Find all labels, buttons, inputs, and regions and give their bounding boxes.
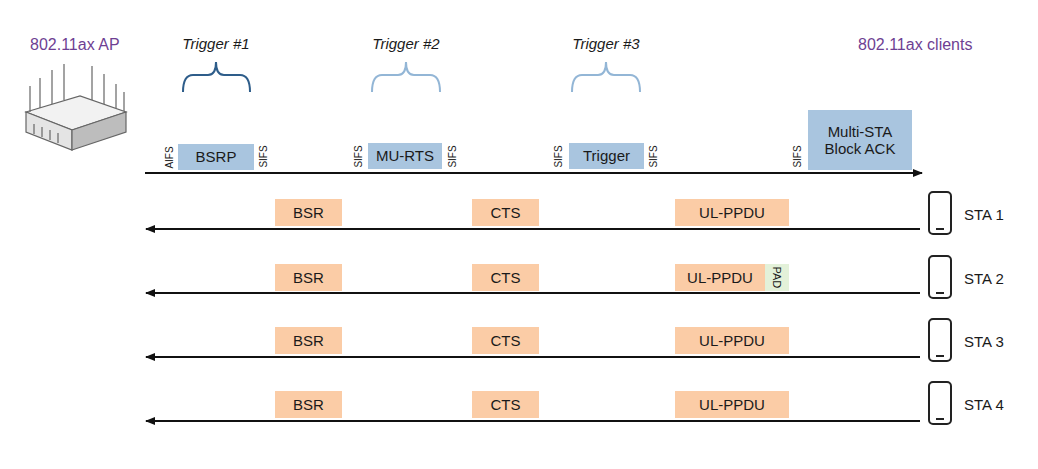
frame-box: BSR [275, 264, 342, 291]
frame-label: BSR [293, 332, 324, 349]
trigger-brace [372, 62, 440, 92]
frame-box: Multi-STA Block ACK [808, 110, 912, 170]
sta-timeline [146, 228, 920, 230]
frame-label: Trigger [583, 147, 630, 164]
frame-box: UL-PPDU [675, 199, 789, 226]
phone-icon [929, 192, 951, 424]
frame-label: UL-PPDU [699, 204, 765, 221]
frame-label: BSR [293, 269, 324, 286]
frame-label: PAD [771, 267, 784, 289]
frame-box: CTS [472, 264, 539, 291]
frame-label: CTS [491, 332, 521, 349]
frame-label: UL-PPDU [699, 396, 765, 413]
trigger-brace [183, 62, 250, 92]
frame-label: Multi-STA Block ACK [808, 123, 912, 158]
frame-label: UL-PPDU [687, 269, 753, 286]
frame-label: UL-PPDU [699, 332, 765, 349]
frame-box: CTS [472, 327, 539, 354]
interframe-space-label: SIFS [257, 145, 268, 167]
router-icon [26, 64, 126, 150]
frame-box: Trigger [569, 143, 644, 169]
text-label: STA 3 [964, 333, 1004, 350]
text-label: STA 1 [964, 206, 1004, 223]
frame-box: UL-PPDU [675, 327, 789, 354]
sta-timeline [146, 292, 920, 294]
sta-timeline [146, 356, 920, 358]
frame-label: CTS [491, 396, 521, 413]
frame-label: BSR [293, 396, 324, 413]
text-label: 802.11ax clients [858, 36, 972, 54]
interframe-space-label: SIFS [446, 145, 457, 167]
text-label: STA 4 [964, 396, 1004, 413]
frame-box: BSR [275, 391, 342, 418]
frame-label: CTS [491, 269, 521, 286]
frame-box: CTS [472, 199, 539, 226]
frame-box: CTS [472, 391, 539, 418]
sta-timeline [146, 420, 920, 422]
trigger-label: Trigger #2 [372, 35, 439, 52]
interframe-space-label: SIFS [352, 145, 363, 167]
frame-box: UL-PPDU [675, 264, 765, 291]
frame-box: MU-RTS [368, 143, 442, 169]
frame-label: BSR [293, 204, 324, 221]
text-label: 802.11ax AP [30, 36, 120, 54]
trigger-brace [572, 62, 640, 92]
ap-timeline [145, 172, 922, 174]
interframe-space-label: SIFS [647, 145, 658, 167]
trigger-label: Trigger #3 [572, 35, 639, 52]
frame-label: CTS [491, 204, 521, 221]
interframe-space-label: AIFS [163, 146, 174, 168]
interframe-space-label: SIFS [552, 145, 563, 167]
frame-box: BSR [275, 199, 342, 226]
frame-label: BSRP [196, 148, 237, 165]
padding-box: PAD [765, 264, 789, 291]
frame-box: UL-PPDU [675, 391, 789, 418]
frame-box: BSR [275, 327, 342, 354]
frame-box: BSRP [178, 144, 254, 170]
frame-label: MU-RTS [376, 147, 434, 164]
trigger-label: Trigger #1 [182, 35, 249, 52]
interframe-space-label: SIFS [791, 145, 802, 167]
text-label: STA 2 [964, 270, 1004, 287]
